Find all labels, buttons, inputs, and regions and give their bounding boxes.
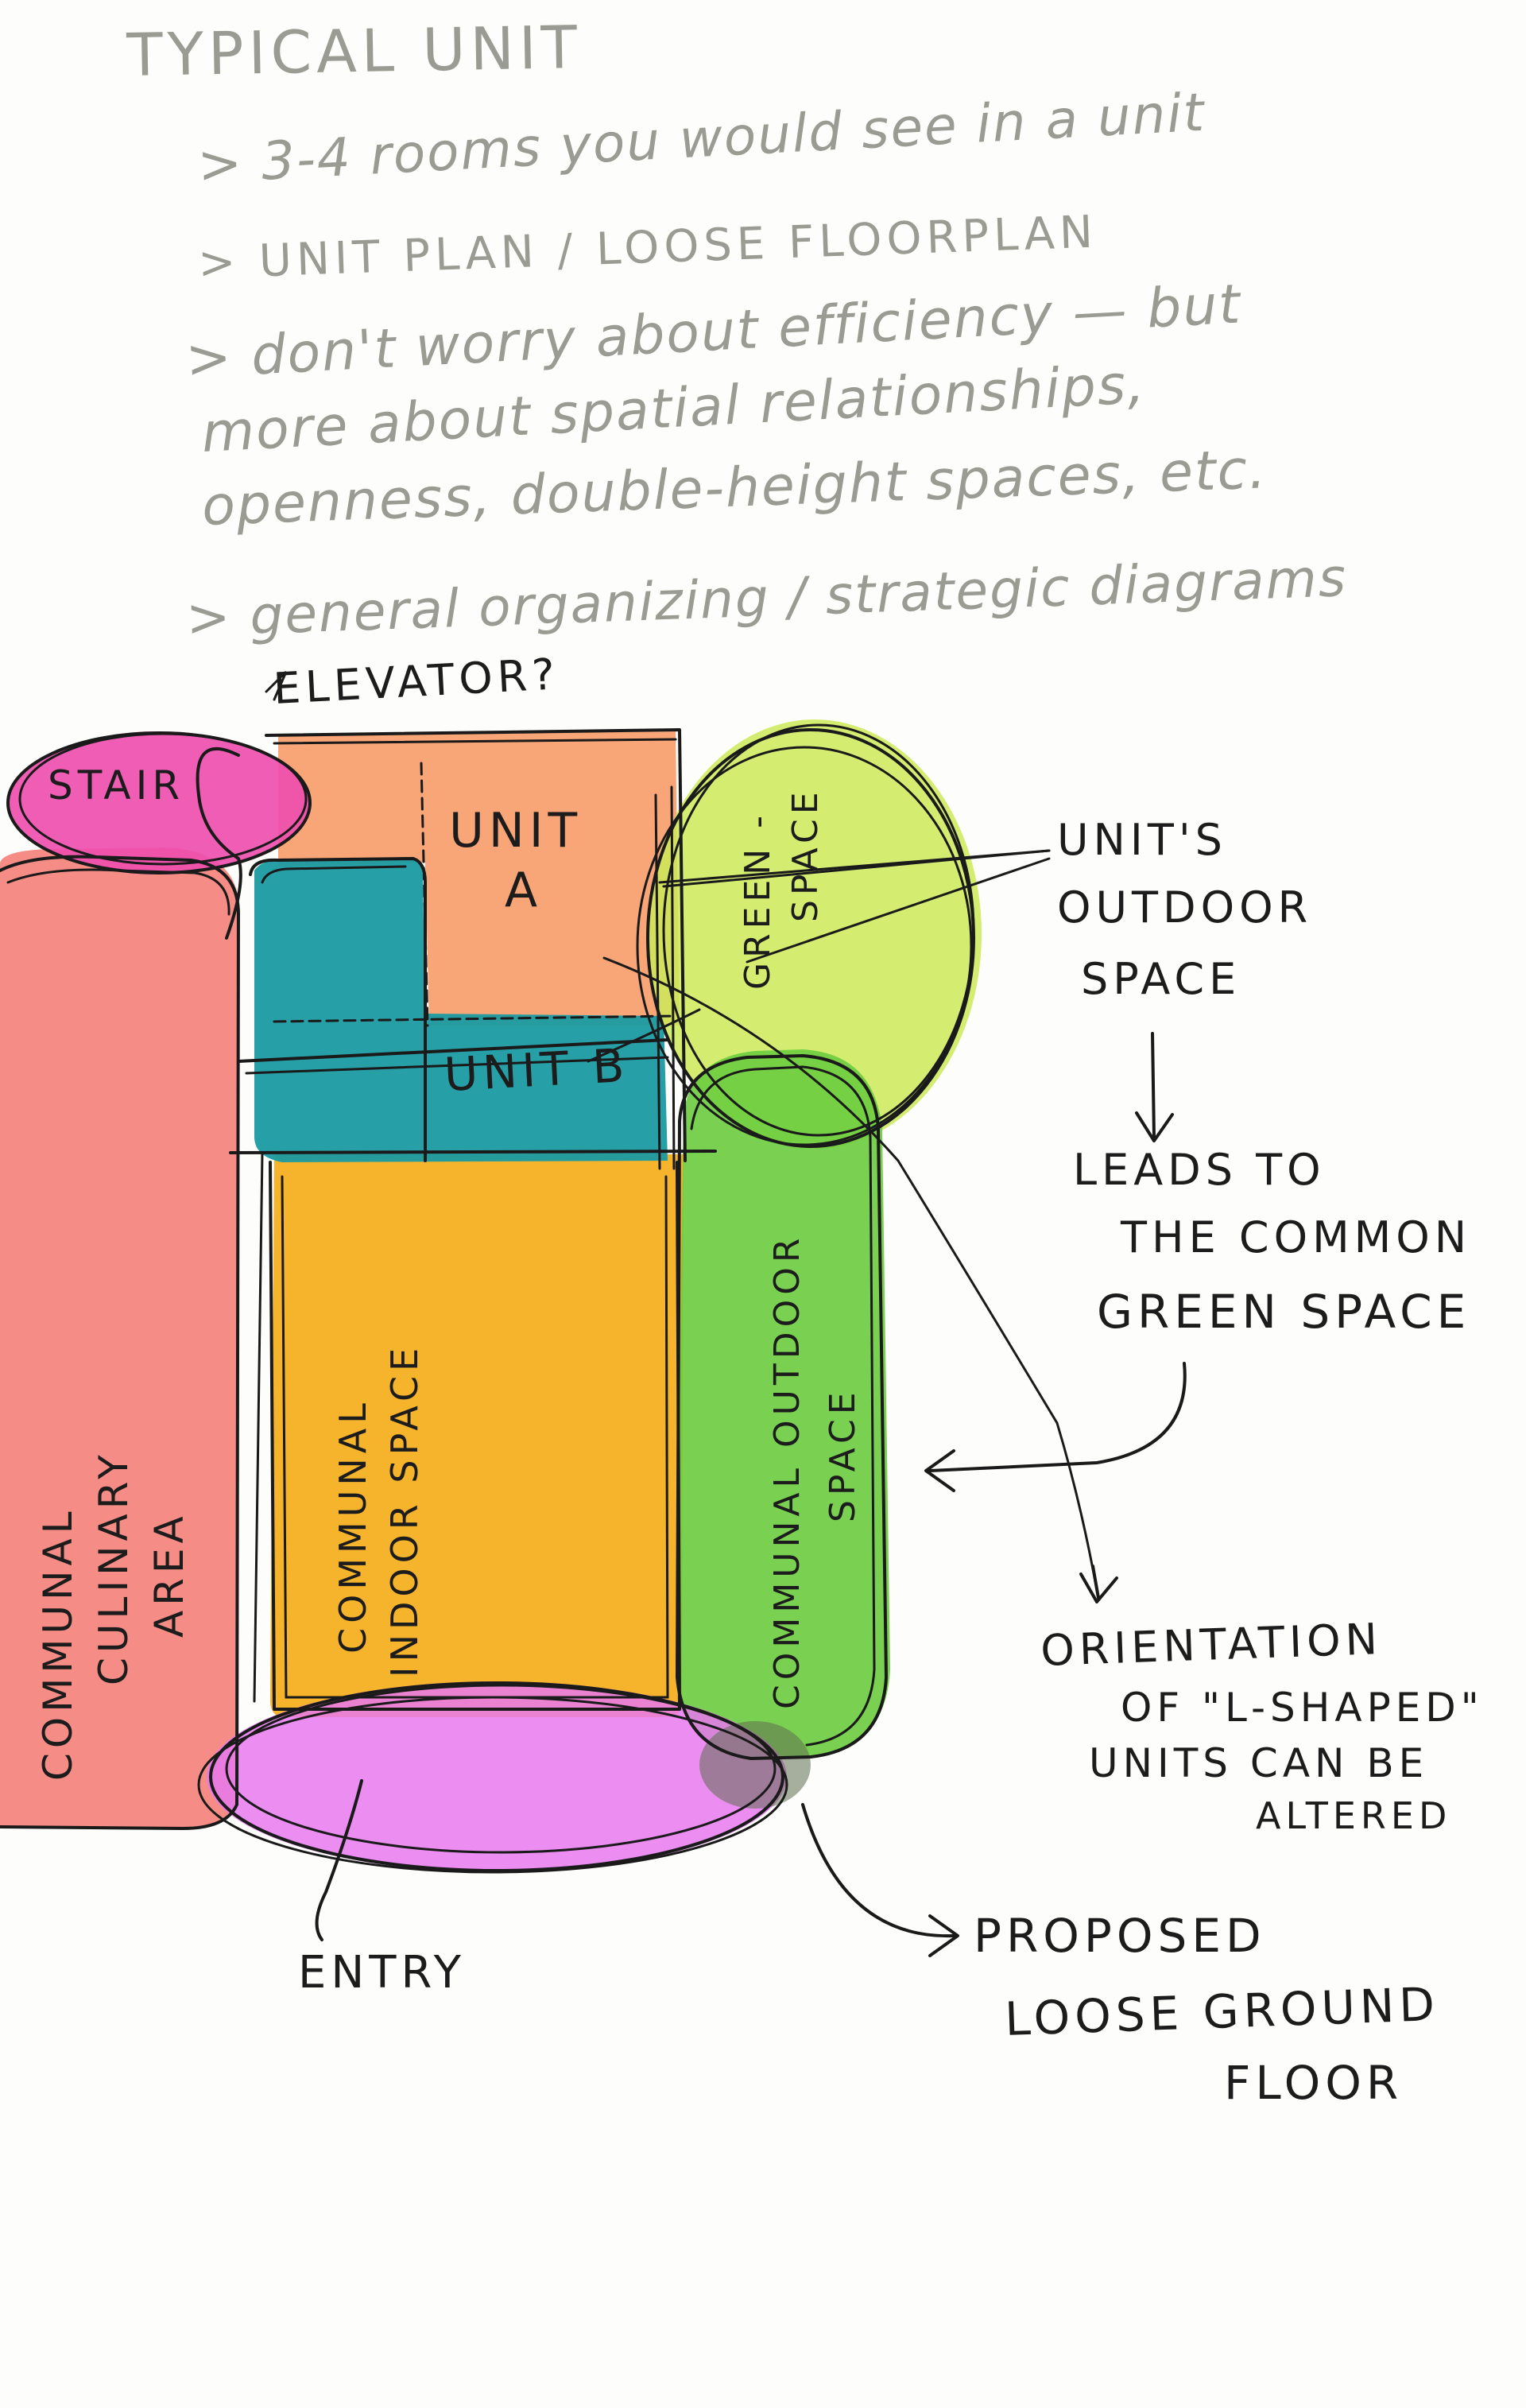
zone-labels: STAIR ELEVATOR? UNIT A UNIT B GREEN - SP… — [35, 649, 863, 1999]
green-space-fill — [648, 719, 982, 1149]
arrows — [265, 670, 1187, 1957]
leads-line-2: THE COMMON — [1120, 1212, 1471, 1262]
units-outdoor-line-3: SPACE — [1081, 954, 1241, 1004]
units-outdoor-line-1: UNIT'S — [1057, 815, 1227, 865]
communal-outdoor-label-2: SPACE — [823, 1388, 863, 1523]
overlap-shadow — [699, 1721, 811, 1809]
unit-a-label-1: UNIT — [449, 803, 582, 859]
header-notes: TYPICAL UNIT > 3-4 rooms you would see i… — [126, 14, 1349, 649]
communal-culinary-fill — [0, 847, 238, 1827]
arrow-to-orientation — [1091, 1565, 1100, 1600]
communal-culinary-label-1: COMMUNAL — [35, 1506, 81, 1781]
unit-a-label-2: A — [505, 863, 542, 918]
communal-culinary-label-3: AREA — [146, 1511, 192, 1638]
page-title: TYPICAL UNIT — [126, 14, 583, 90]
arrow-units-outdoor-2 — [746, 857, 1051, 964]
unit-b-label: UNIT B — [443, 1038, 630, 1102]
orientation-line-1: ORIENTATION — [1040, 1614, 1383, 1676]
stair-label: STAIR — [48, 762, 184, 808]
arrow-to-proposed — [801, 1803, 955, 1938]
arrow-down — [1151, 1032, 1156, 1138]
orientation-line-2: OF "L-SHAPED" — [1121, 1685, 1484, 1731]
entry-fill — [207, 1681, 787, 1872]
green-space-label-2: SPACE — [785, 788, 826, 923]
proposed-line-1: PROPOSED — [974, 1909, 1266, 1963]
orientation-line-3: UNITS CAN BE — [1089, 1740, 1428, 1786]
note-unit-plan: > UNIT PLAN / LOOSE FLOORPLAN — [197, 207, 1098, 289]
stair-fill — [8, 731, 310, 874]
leads-line-1: LEADS TO — [1073, 1145, 1326, 1195]
communal-culinary-label-2: CULINARY — [91, 1450, 137, 1685]
arrow-to-green — [928, 1362, 1187, 1472]
entry-pointer — [315, 1779, 363, 1941]
elevator-label: ELEVATOR? — [272, 649, 560, 714]
unit-a-fill — [278, 731, 680, 1026]
communal-outdoor-label-1: COMMUNAL OUTDOOR — [767, 1234, 808, 1709]
unit-b-fill — [254, 857, 668, 1162]
note-diagrams: > general organizing / strategic diagram… — [185, 547, 1348, 649]
orientation-line-4: ALTERED — [1256, 1794, 1451, 1837]
communal-outdoor-fill — [676, 1049, 890, 1757]
communal-indoor-fill — [270, 1153, 684, 1717]
proposed-line-2: LOOSE GROUND — [1004, 1977, 1440, 2046]
ink-outlines — [0, 723, 1098, 1941]
units-outdoor-line-2: OUTDOOR — [1057, 882, 1312, 933]
arrow-elevator — [265, 670, 288, 701]
elevator-squiggle — [196, 746, 242, 940]
leads-line-3: GREEN SPACE — [1097, 1285, 1470, 1339]
communal-indoor-label-1: COMMUNAL — [331, 1398, 374, 1654]
note-rooms: > 3-4 rooms you would see in a unit — [196, 82, 1207, 196]
entry-label: ENTRY — [298, 1947, 466, 1999]
side-annotations: UNIT'S OUTDOOR SPACE LEADS TO THE COMMON… — [974, 815, 1484, 2110]
zone-fills — [0, 719, 982, 1872]
green-space-label-1: GREEN - — [738, 811, 778, 990]
proposed-line-3: FLOOR — [1224, 2056, 1403, 2110]
communal-indoor-label-2: INDOOR SPACE — [383, 1344, 426, 1677]
